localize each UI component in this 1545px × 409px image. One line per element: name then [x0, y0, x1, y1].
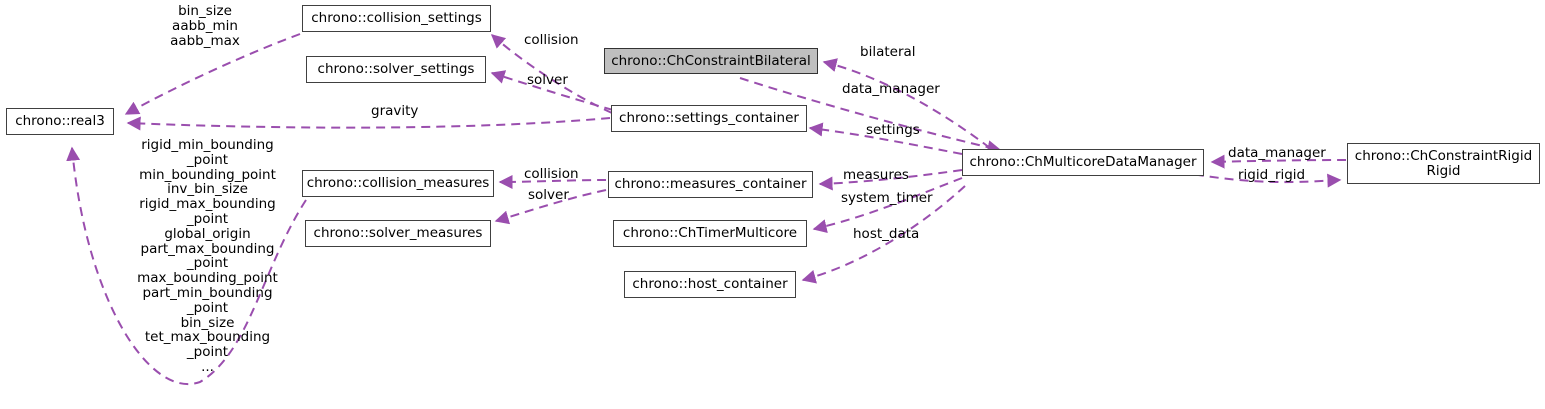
node-label: chrono::collision_settings [311, 10, 482, 26]
edge-label-bilateral: bilateral [860, 44, 916, 60]
edge-label-solver-1: solver [527, 72, 568, 88]
edge-label-measures: measures [843, 167, 909, 183]
edge-label-rigid-rigid: rigid_rigid [1238, 167, 1306, 183]
node-chconstraintrigidrigid[interactable]: chrono::ChConstraintRigid Rigid [1347, 143, 1540, 184]
edge-label-collision-2: collision [524, 166, 579, 182]
node-label: chrono::solver_measures [313, 225, 483, 241]
node-measures-container[interactable]: chrono::measures_container [608, 171, 813, 198]
edge-label-settings: settings [866, 122, 920, 138]
node-label: chrono::ChConstraintBilateral [611, 52, 811, 69]
edge-label-data-manager-1: data_manager [842, 81, 940, 97]
edge-label-attrs-top: bin_size aabb_min aabb_max [170, 3, 240, 49]
node-label: chrono::solver_settings [317, 61, 475, 77]
edge-label-data-manager-2: data_manager [1228, 145, 1326, 161]
edge-label-host-data: host_data [853, 226, 920, 242]
node-collision-measures[interactable]: chrono::collision_measures [302, 170, 494, 197]
node-label: chrono::ChTimerMulticore [622, 225, 798, 241]
node-host-container[interactable]: chrono::host_container [624, 271, 796, 298]
edge-label-gravity: gravity [371, 103, 419, 119]
edge-label-solver-2: solver [528, 187, 569, 203]
edge-label-attrs-left: rigid_min_bounding _point min_bounding_p… [137, 137, 278, 375]
node-label: chrono::settings_container [619, 110, 799, 126]
node-chtimermulticore[interactable]: chrono::ChTimerMulticore [613, 220, 807, 247]
node-chmulticoredatamanager[interactable]: chrono::ChMulticoreDataManager [962, 149, 1204, 176]
edge-real3-settings-container [126, 116, 611, 131]
node-label: chrono::real3 [15, 113, 105, 129]
node-solver-measures[interactable]: chrono::solver_measures [305, 220, 491, 247]
node-label: chrono::collision_measures [306, 175, 490, 191]
node-solver-settings[interactable]: chrono::solver_settings [306, 56, 486, 83]
edge-label-system-timer: system_timer [841, 190, 933, 206]
node-collision-settings[interactable]: chrono::collision_settings [302, 5, 491, 32]
node-chconstraintbilateral[interactable]: chrono::ChConstraintBilateral [604, 48, 818, 74]
node-real3[interactable]: chrono::real3 [6, 108, 114, 135]
node-label: chrono::host_container [632, 276, 788, 292]
node-settings-container[interactable]: chrono::settings_container [611, 105, 807, 132]
node-label: chrono::measures_container [614, 176, 807, 192]
node-label: chrono::ChConstraintRigid Rigid [1354, 147, 1533, 179]
edge-label-collision-1: collision [524, 32, 579, 48]
node-label: chrono::ChMulticoreDataManager [969, 154, 1197, 170]
